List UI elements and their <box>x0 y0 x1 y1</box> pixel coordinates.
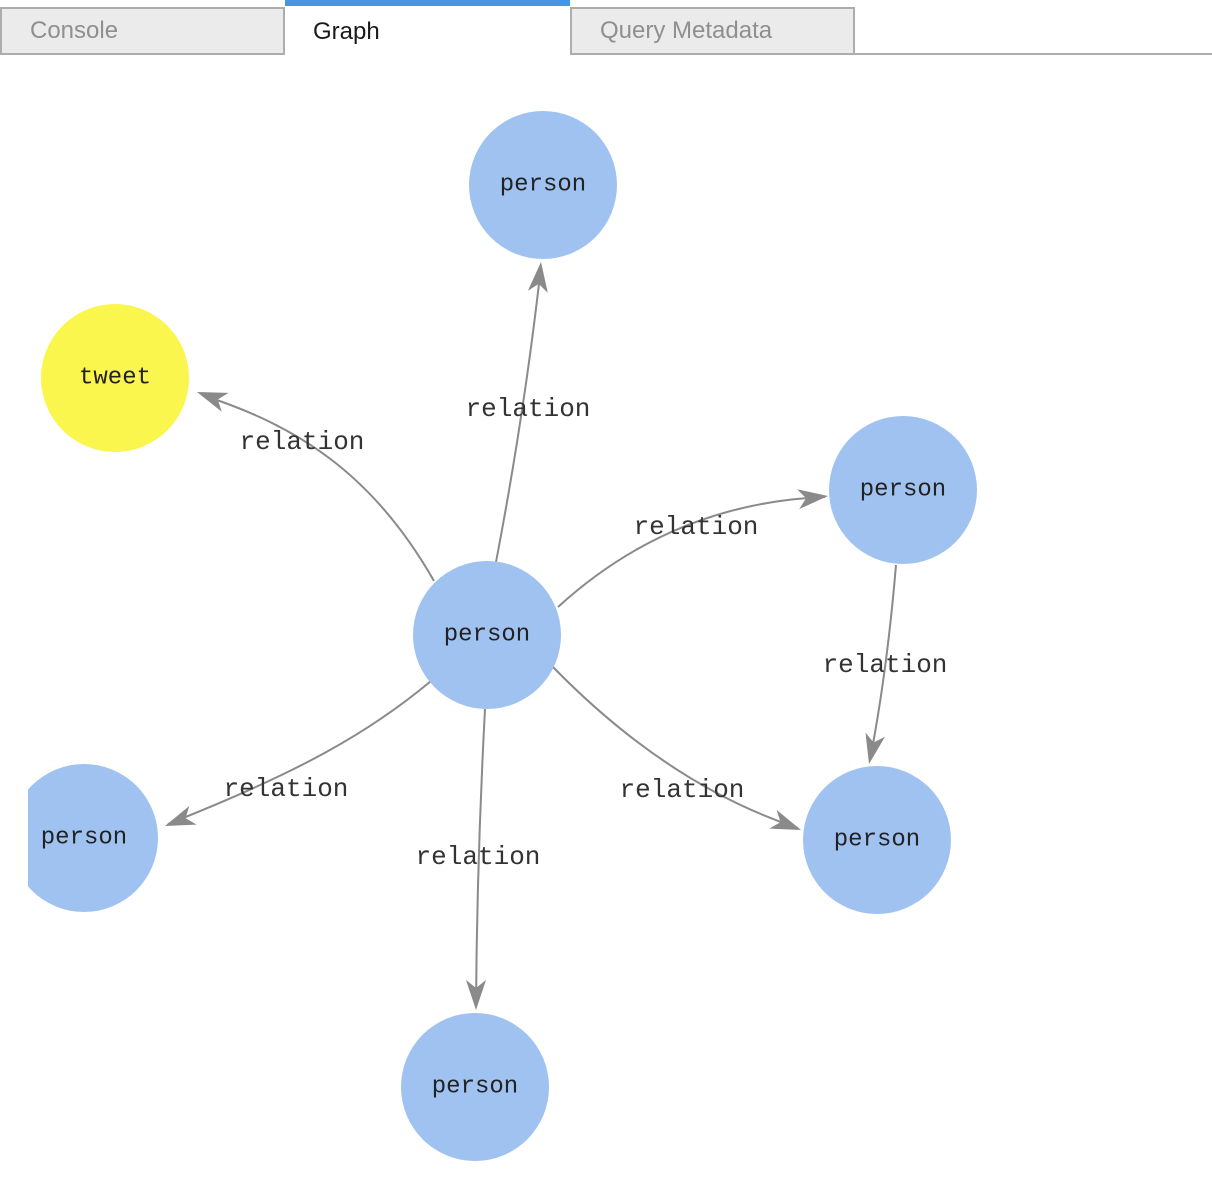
node-person-center[interactable] <box>413 561 561 709</box>
edge-arrowhead <box>865 732 885 764</box>
edge-person-right-to-person-bottom-right[interactable] <box>869 564 897 761</box>
edge-arrowhead <box>165 805 197 826</box>
node-label: person <box>41 825 127 852</box>
tab-console[interactable]: Console <box>0 7 285 53</box>
tab-console-label: Console <box>30 17 119 44</box>
node-label: tweet <box>79 365 151 392</box>
node-label: person <box>834 827 920 854</box>
node-person-bottom[interactable] <box>401 1013 549 1161</box>
node-label: person <box>500 172 586 199</box>
edge-person-center-to-person-bottom-left[interactable] <box>167 680 432 825</box>
edge-person-center-to-person-bottom[interactable] <box>475 708 486 1007</box>
node-label: person <box>860 477 946 504</box>
edge-person-center-to-person-right[interactable] <box>557 496 826 608</box>
edge-label: relation <box>240 427 365 457</box>
edge-arrowhead <box>797 489 828 510</box>
edge-arrowhead <box>466 980 486 1010</box>
tab-graph[interactable]: Graph <box>285 0 570 57</box>
edge-label: relation <box>634 512 759 542</box>
edge-label: relation <box>466 394 591 424</box>
edge-person-center-to-person-bottom-right[interactable] <box>552 666 799 829</box>
edge-arrowhead <box>527 262 548 293</box>
node-person-bottom-right[interactable] <box>803 766 951 914</box>
edge-label: relation <box>620 775 745 805</box>
node-label: person <box>432 1074 518 1101</box>
edge-person-center-to-tweet[interactable] <box>201 394 435 582</box>
node-person-bottom-left[interactable] <box>10 764 158 912</box>
node-label: person <box>444 622 530 649</box>
node-person-right[interactable] <box>829 416 977 564</box>
edge-arrowhead <box>197 392 229 412</box>
edge-label: relation <box>416 842 541 872</box>
edge-label: relation <box>224 774 349 804</box>
tab-query-metadata-label: Query Metadata <box>600 17 773 44</box>
tab-graph-label: Graph <box>313 17 380 45</box>
tab-bar: Console Graph Query Metadata <box>0 0 1212 57</box>
edge-label: relation <box>823 650 948 680</box>
edge-person-center-to-person-top[interactable] <box>495 265 542 563</box>
node-person-top[interactable] <box>469 111 617 259</box>
edge-arrowhead <box>769 809 801 830</box>
tab-query-metadata[interactable]: Query Metadata <box>570 7 855 53</box>
node-tweet[interactable] <box>41 304 189 452</box>
tab-bar-underline <box>0 53 1212 55</box>
